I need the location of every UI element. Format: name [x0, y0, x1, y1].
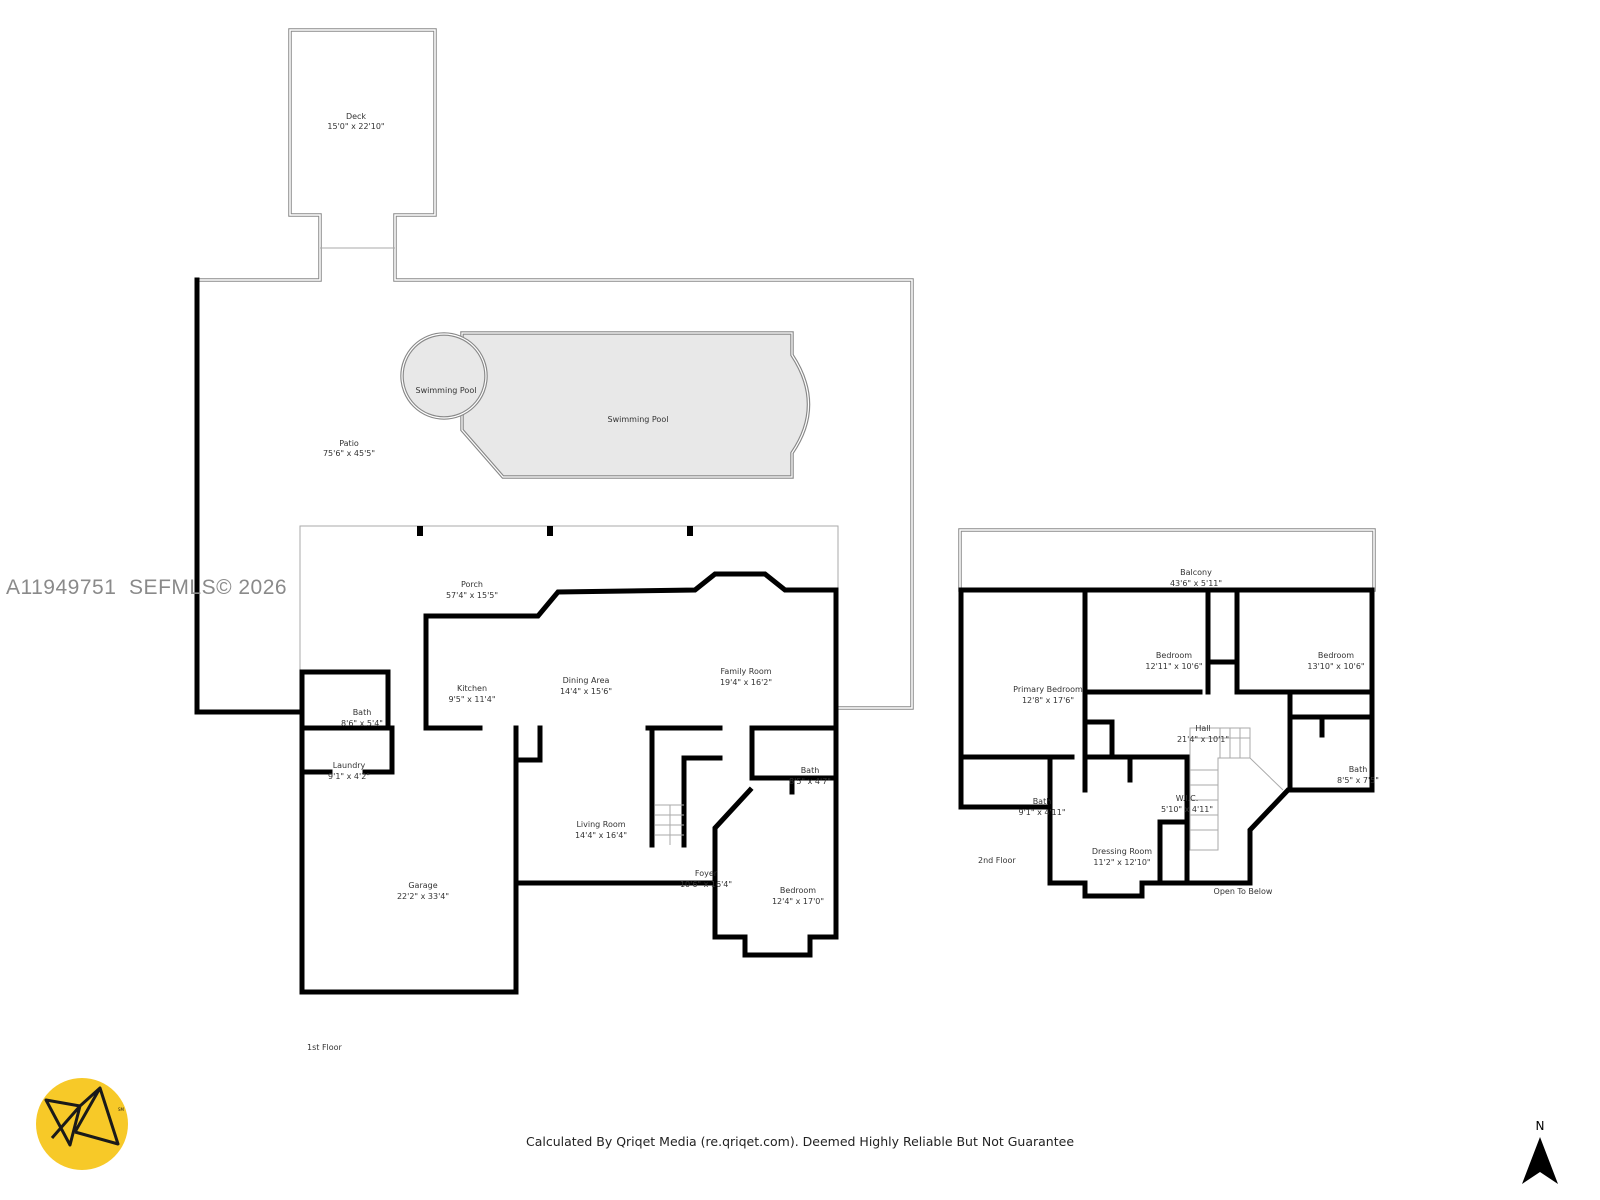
outdoor-outline: [197, 28, 914, 710]
room-label-bedroom-1: Bedroom 12'4" x 17'0": [772, 886, 824, 906]
svg-text:Kitchen: Kitchen: [457, 684, 487, 693]
room-label-bath-2: Bath 8'5" x 4'7": [789, 766, 831, 786]
svg-text:SM: SM: [118, 1107, 125, 1112]
svg-text:Bath: Bath: [1033, 797, 1052, 806]
svg-text:75'6" x 45'5": 75'6" x 45'5": [323, 449, 375, 458]
floor-label-2nd: 2nd Floor: [978, 856, 1016, 865]
svg-text:Bath: Bath: [353, 708, 372, 717]
second-floor-walls: [958, 528, 1376, 899]
svg-text:Bedroom: Bedroom: [780, 886, 816, 895]
svg-text:Primary Bedroom: Primary Bedroom: [1013, 685, 1083, 694]
svg-text:N: N: [1536, 1119, 1545, 1133]
svg-text:9'1" x 4'2": 9'1" x 4'2": [328, 772, 370, 781]
room-label-balcony: Balcony 43'6" x 5'11": [1170, 568, 1222, 588]
svg-text:Family Room: Family Room: [720, 667, 771, 676]
room-label-primary-bedroom: Primary Bedroom 12'8" x 17'6": [1013, 685, 1083, 705]
room-label-porch: Porch 57'4" x 15'5": [446, 580, 498, 600]
svg-text:22'2" x 33'4": 22'2" x 33'4": [397, 892, 449, 901]
room-label-kitchen: Kitchen 9'5" x 11'4": [448, 684, 495, 704]
svg-text:Hall: Hall: [1195, 724, 1210, 733]
room-label-hall: Hall 21'4" x 10'1": [1177, 724, 1229, 744]
svg-text:8'5" x 4'7": 8'5" x 4'7": [789, 777, 831, 786]
svg-text:Deck: Deck: [346, 112, 366, 121]
mls-watermark: A11949751 SEFMLS© 2026: [6, 576, 288, 599]
svg-text:Bedroom: Bedroom: [1318, 651, 1354, 660]
room-label-bedroom-2: Bedroom 12'11" x 10'6": [1145, 651, 1202, 671]
room-label-pool-round: Swimming Pool: [416, 386, 477, 395]
room-label-living-room: Living Room 14'4" x 16'4": [575, 820, 627, 840]
room-label-garage: Garage 22'2" x 33'4": [397, 881, 449, 901]
room-label-foyer: Foyer 10'6" x 16'4": [680, 869, 732, 889]
svg-text:19'4" x 16'2": 19'4" x 16'2": [720, 678, 772, 687]
room-label-open-to-below: Open To Below: [1214, 887, 1273, 896]
svg-text:43'6" x 5'11": 43'6" x 5'11": [1170, 579, 1222, 588]
svg-text:Porch: Porch: [461, 580, 483, 589]
svg-text:Bedroom: Bedroom: [1156, 651, 1192, 660]
svg-text:Patio: Patio: [339, 439, 359, 448]
svg-text:12'4" x 17'0": 12'4" x 17'0": [772, 897, 824, 906]
svg-text:21'4" x 10'1": 21'4" x 10'1": [1177, 735, 1229, 744]
room-label-bath-3: Bath 8'5" x 7'5": [1337, 765, 1379, 785]
svg-text:Laundry: Laundry: [333, 761, 366, 770]
room-label-bedroom-3: Bedroom 13'10" x 10'6": [1307, 651, 1364, 671]
swimming-pool-shape: [400, 331, 811, 479]
room-label-dressing-room: Dressing Room 11'2" x 12'10": [1092, 847, 1152, 867]
svg-text:9'1" x 4'11": 9'1" x 4'11": [1018, 808, 1065, 817]
first-floor-walls: [194, 277, 839, 995]
svg-text:12'11" x 10'6": 12'11" x 10'6": [1145, 662, 1202, 671]
svg-text:Dressing Room: Dressing Room: [1092, 847, 1152, 856]
svg-text:10'6" x 16'4": 10'6" x 16'4": [680, 880, 732, 889]
svg-text:Living Room: Living Room: [576, 820, 625, 829]
floor-label-1st: 1st Floor: [307, 1043, 343, 1052]
svg-text:14'4" x 16'4": 14'4" x 16'4": [575, 831, 627, 840]
svg-text:Open To Below: Open To Below: [1214, 887, 1273, 896]
room-label-family-room: Family Room 19'4" x 16'2": [720, 667, 772, 687]
room-label-laundry: Laundry 9'1" x 4'2": [328, 761, 370, 781]
svg-text:5'10" x 4'11": 5'10" x 4'11": [1161, 805, 1213, 814]
svg-text:8'6" x 5'4": 8'6" x 5'4": [341, 719, 383, 728]
svg-text:Bath: Bath: [801, 766, 820, 775]
svg-text:8'5" x 7'5": 8'5" x 7'5": [1337, 776, 1379, 785]
footer-disclaimer: Calculated By Qriqet Media (re.qriqet.co…: [525, 1134, 1075, 1149]
svg-text:Garage: Garage: [408, 881, 437, 890]
svg-text:13'10" x 10'6": 13'10" x 10'6": [1307, 662, 1364, 671]
svg-text:W.I.C.: W.I.C.: [1176, 794, 1199, 803]
room-label-dining-area: Dining Area 14'4" x 15'6": [560, 676, 612, 696]
svg-text:Bath: Bath: [1349, 765, 1368, 774]
svg-text:Foyer: Foyer: [695, 869, 718, 878]
svg-text:57'4" x 15'5": 57'4" x 15'5": [446, 591, 498, 600]
qriqet-logo: SM: [36, 1078, 128, 1170]
room-label-bath-1: Bath 8'6" x 5'4": [341, 708, 383, 728]
svg-text:9'5" x 11'4": 9'5" x 11'4": [448, 695, 495, 704]
room-label-pool-main: Swimming Pool: [608, 415, 669, 424]
svg-text:12'8" x 17'6": 12'8" x 17'6": [1022, 696, 1074, 705]
porch-outline: [299, 525, 839, 710]
svg-text:Swimming Pool: Swimming Pool: [416, 386, 477, 395]
room-label-bath-4: Bath 9'1" x 4'11": [1018, 797, 1065, 817]
svg-text:Dining Area: Dining Area: [563, 676, 610, 685]
north-arrow-icon: N: [1522, 1119, 1558, 1184]
svg-text:Balcony: Balcony: [1180, 568, 1212, 577]
svg-text:11'2" x 12'10": 11'2" x 12'10": [1093, 858, 1150, 867]
room-label-wic: W.I.C. 5'10" x 4'11": [1161, 794, 1213, 814]
svg-text:Swimming Pool: Swimming Pool: [608, 415, 669, 424]
svg-text:14'4" x 15'6": 14'4" x 15'6": [560, 687, 612, 696]
svg-text:15'0" x 22'10": 15'0" x 22'10": [327, 122, 384, 131]
